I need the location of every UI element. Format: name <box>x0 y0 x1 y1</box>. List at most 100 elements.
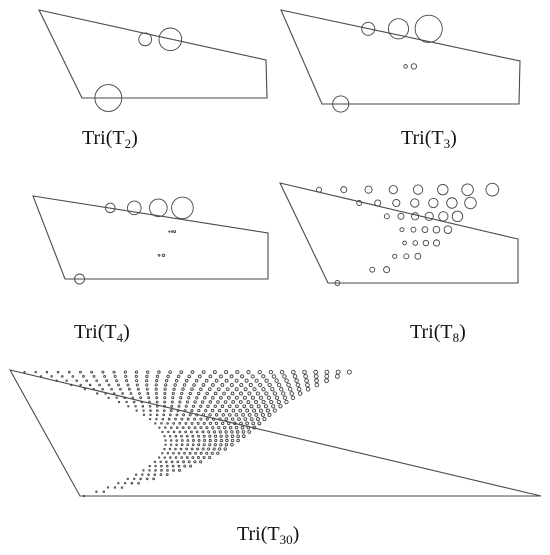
packing-circle-t30-154 <box>208 374 213 379</box>
packing-circle-t8-15 <box>437 183 449 196</box>
packing-circle-t8-30 <box>451 210 464 223</box>
packing-circle-t30-228 <box>174 447 177 451</box>
packing-circle-t30-120 <box>190 370 195 374</box>
packing-circle-t30-97 <box>163 396 167 400</box>
packing-circle-t30-397 <box>205 451 209 455</box>
packing-circle-t30-196 <box>211 396 215 400</box>
packing-circle-t30-396 <box>212 447 216 451</box>
packing-circle-t30-66 <box>146 370 150 374</box>
packing-circle-t30-333 <box>249 404 254 409</box>
packing-circle-t30-164 <box>186 417 190 421</box>
packing-circle-t30-381 <box>295 382 301 388</box>
packing-circle-t30-461 <box>137 481 140 485</box>
packing-circle-t30-171 <box>224 370 229 375</box>
packing-circle-t30-138 <box>194 378 199 383</box>
packing-circle-t30-363 <box>239 421 243 426</box>
packing-circle-t30-58 <box>135 383 139 387</box>
packing-circle-t30-376 <box>132 477 136 481</box>
packing-circle-t30-77 <box>148 417 152 421</box>
packing-circle-t30-23 <box>95 379 99 383</box>
packing-circle-t30-326 <box>292 374 298 379</box>
packing-circle-t30-217 <box>216 400 220 404</box>
packing-circle-t30-409 <box>305 382 310 388</box>
packing-circle-t30-365 <box>230 430 234 434</box>
packing-circle-t30-197 <box>208 400 213 404</box>
packing-circle-t8-27 <box>369 266 376 273</box>
packing-circle-t30-406 <box>335 369 341 375</box>
packing-circle-t30-288 <box>220 421 225 426</box>
packing-circle-t30-234 <box>239 382 244 387</box>
packing-circle-t30-119 <box>161 430 164 434</box>
packing-circle-t30-107 <box>174 378 179 383</box>
packing-circle-t30-355 <box>279 387 284 392</box>
packing-circle-t30-405 <box>106 486 110 489</box>
caption-t4: Tri(T4) <box>74 321 130 345</box>
packing-circle-t8-6 <box>388 185 398 195</box>
packing-circle-t30-152 <box>164 439 167 442</box>
packing-circle-t30-422 <box>230 438 235 443</box>
packing-circle-t30-114 <box>169 409 173 412</box>
packing-circle-t30-109 <box>172 387 176 391</box>
packing-circle-t30-255 <box>254 378 259 383</box>
packing-circle-t30-191 <box>229 374 234 379</box>
packing-circle-t30-130 <box>175 413 179 417</box>
packing-circle-t30-51 <box>131 396 134 400</box>
packing-circle-t30-68 <box>145 379 149 383</box>
packing-circle-t8-28 <box>485 182 500 197</box>
packing-circle-t30-94 <box>164 383 168 387</box>
packing-circle-t30-31 <box>107 383 111 387</box>
packing-circle-t30-199 <box>204 408 208 413</box>
packing-circle-t30-156 <box>201 383 206 387</box>
packing-circle-t30-99 <box>163 404 166 408</box>
packing-circle-t30-347 <box>165 464 169 468</box>
packing-circle-t30-256 <box>248 382 253 387</box>
packing-circle-t8-12 <box>411 212 420 221</box>
packing-circle-t30-121 <box>187 374 192 379</box>
packing-circle-t30-168 <box>174 434 178 438</box>
packing-circle-t30-104 <box>158 426 161 429</box>
packing-circle-t30-158 <box>196 391 201 396</box>
packing-circle-t30-146 <box>182 413 186 417</box>
packing-circle-t30-231 <box>257 370 262 375</box>
packing-circle-t30-393 <box>230 434 235 438</box>
packing-circle-t30-360 <box>252 408 257 413</box>
packing-circle-t30-441 <box>290 395 296 400</box>
packing-circle-t30-89 <box>155 417 158 421</box>
packing-circle-t30-72 <box>147 396 151 400</box>
packing-circle-t30-136 <box>201 370 206 375</box>
packing-circle-t30-400 <box>177 464 181 468</box>
packing-circle-t30-95 <box>163 387 167 391</box>
packing-circle-t30-263 <box>221 413 225 417</box>
packing-circle-t30-215 <box>222 391 226 396</box>
packing-circle-t8-35 <box>334 280 341 286</box>
packing-circle-t30-429 <box>172 468 175 472</box>
packing-circle-t30-194 <box>216 387 221 392</box>
packing-circle-t30-430 <box>159 473 163 477</box>
packing-circle-t30-337 <box>233 421 237 426</box>
packing-circle-t30-310 <box>234 413 239 417</box>
packing-circle-t2-2 <box>94 84 123 112</box>
packing-circle-t30-364 <box>234 425 239 430</box>
packing-circle-t30-7 <box>60 375 64 378</box>
packing-circle-t30-86 <box>155 404 159 408</box>
packing-circle-t30-346 <box>176 460 180 464</box>
packing-circle-t4-7 <box>173 230 177 233</box>
packing-circle-t30-402 <box>153 473 157 476</box>
packing-circle-t30-219 <box>210 408 215 413</box>
packing-circle-t30-17 <box>85 379 88 382</box>
packing-circle-t30-205 <box>185 434 189 438</box>
circle-packing-t4 <box>74 196 194 285</box>
packing-circle-t30-286 <box>228 413 232 417</box>
packing-circle-t30-459 <box>165 473 169 477</box>
packing-circle-t8-10 <box>412 184 424 195</box>
triangle-t3 <box>280 9 521 105</box>
packing-circle-t30-110 <box>171 391 175 396</box>
packing-circle-t30-278 <box>264 378 269 383</box>
packing-circle-t30-433 <box>113 486 117 489</box>
packing-circle-t30-65 <box>142 413 146 417</box>
packing-circle-t30-135 <box>163 435 166 438</box>
packing-circle-t30-227 <box>180 443 184 447</box>
packing-circle-t30-383 <box>281 391 286 396</box>
packing-circle-t30-230 <box>157 456 161 459</box>
packing-circle-t30-79 <box>155 374 160 379</box>
